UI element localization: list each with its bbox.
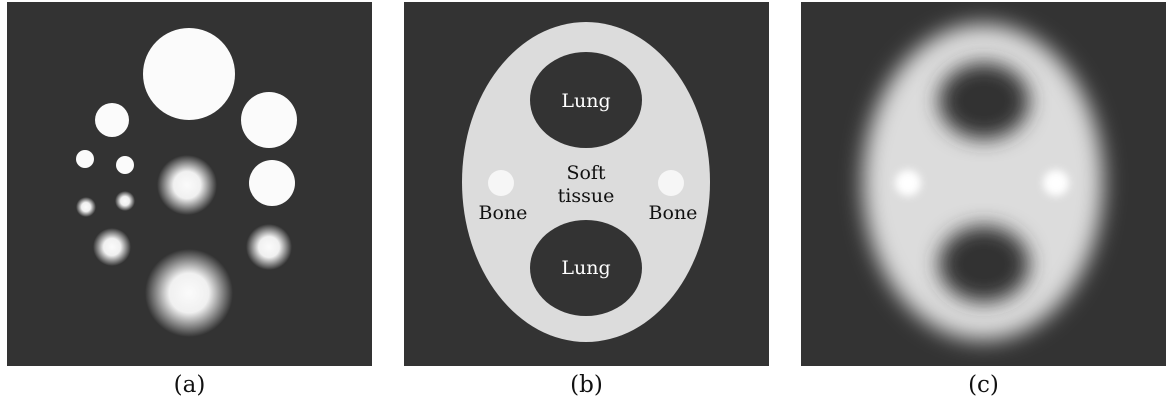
caption-b: (b) [404, 372, 769, 398]
label-soft-tissue-line2: tissue [558, 185, 615, 207]
label-lung-bottom: Lung [561, 257, 610, 279]
label-bone-right: Bone [649, 202, 698, 224]
panel-a-disk-phantom [7, 2, 372, 366]
panel-b-thorax-phantom: Lung Lung Soft tissue Bone Bone [404, 2, 769, 366]
disk-small-center [116, 156, 134, 174]
blurred-disk-right [246, 224, 292, 270]
blurred-disk-small-left [76, 197, 96, 217]
blurred-lung-top [939, 63, 1029, 139]
disk-large-top [143, 28, 235, 120]
blurred-disk-large-bottom [145, 249, 233, 337]
caption-c: (c) [801, 372, 1166, 398]
bone-right [658, 170, 684, 196]
blurred-disk-center [157, 155, 217, 215]
bone-left [488, 170, 514, 196]
disk-right-upper [241, 92, 297, 148]
panel-c-blurred-phantom [801, 2, 1166, 366]
blurred-lung-bottom [939, 226, 1029, 302]
panel-b-image: Lung Lung Soft tissue Bone Bone [404, 2, 769, 366]
panel-c-image [801, 2, 1166, 366]
disk-small-left [76, 150, 94, 168]
disk-left-upper [95, 103, 129, 137]
blurred-disk-small-center [115, 191, 135, 211]
blurred-bone-right [1043, 170, 1069, 196]
panel-a-image [7, 2, 372, 366]
label-soft-tissue-line1: Soft [566, 162, 605, 184]
caption-a: (a) [7, 372, 372, 398]
label-lung-top: Lung [561, 90, 610, 112]
blurred-disk-left [93, 228, 131, 266]
label-bone-left: Bone [479, 202, 528, 224]
disk-right-middle [249, 160, 295, 206]
blurred-bone-left [895, 170, 921, 196]
